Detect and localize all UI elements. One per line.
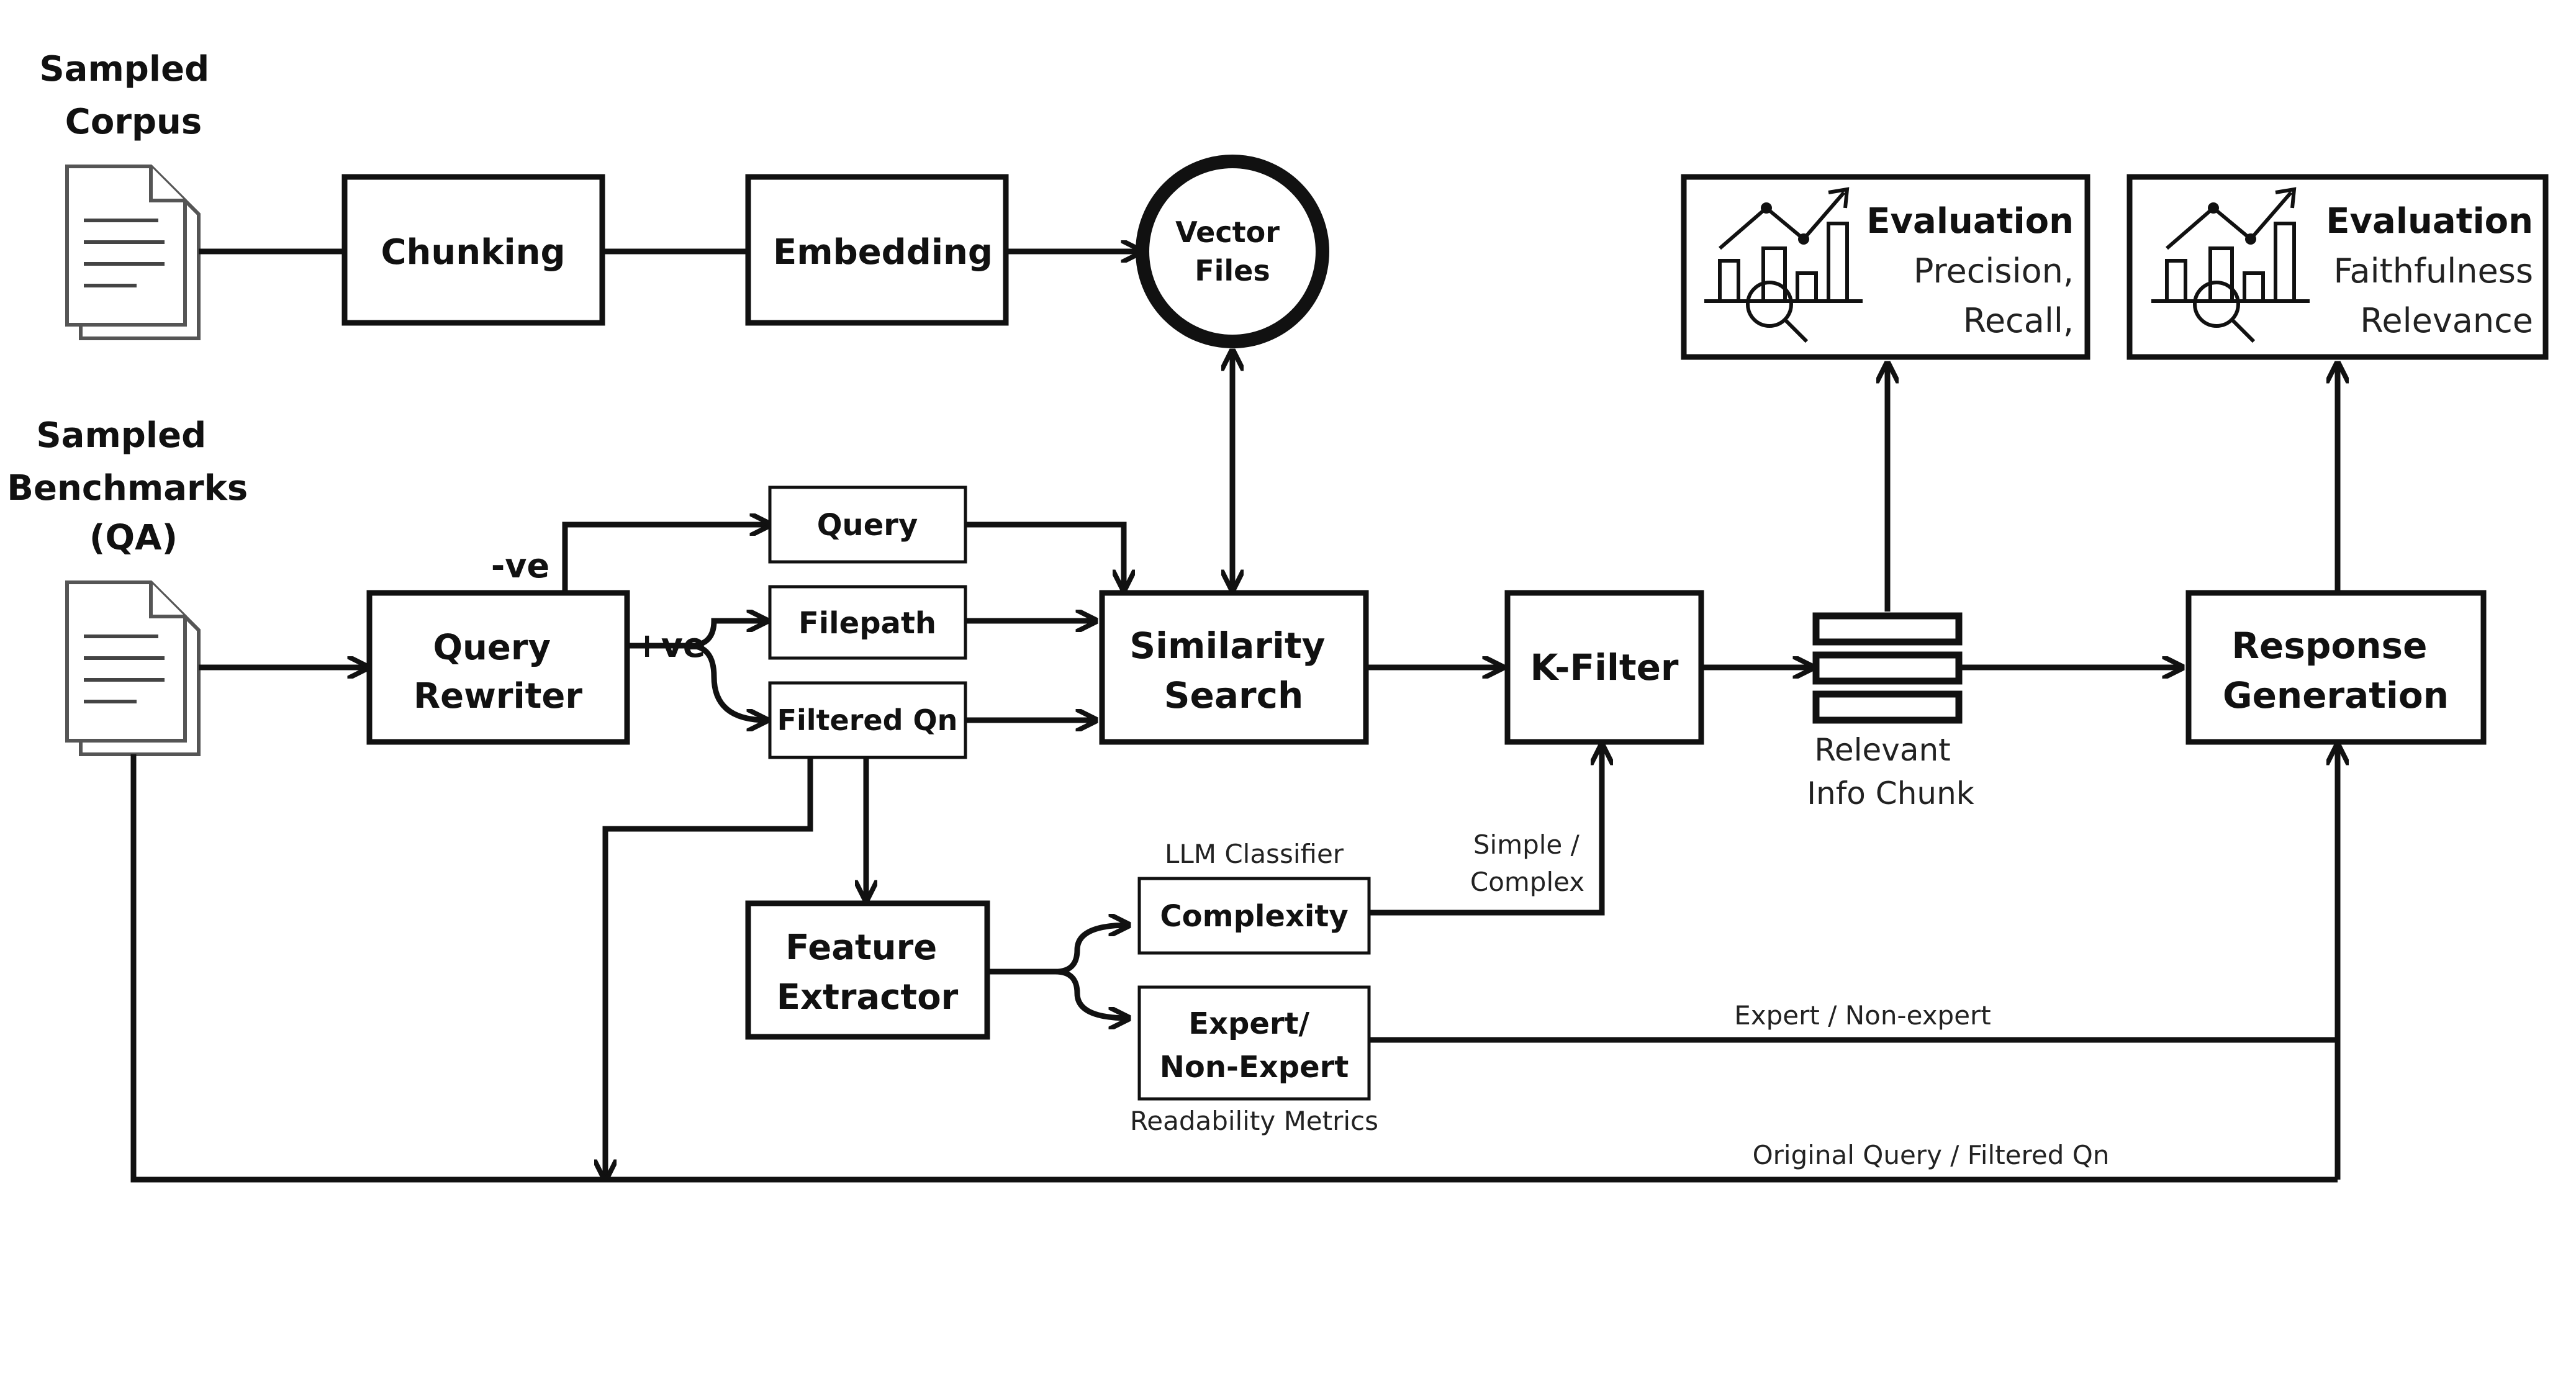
expert-line-2: Non-Expert (1160, 1050, 1349, 1085)
embedding-label: Embedding (773, 232, 993, 273)
original-query-label: Original Query / Filtered Qn (1753, 1140, 2110, 1170)
filepath-label: Filepath (798, 606, 936, 641)
vector-files-node: Vector Files (1136, 155, 1329, 348)
vector-files-line-1: Vector (1175, 215, 1280, 249)
benchmarks-document-icon (65, 580, 201, 756)
readability-metrics-label: Readability Metrics (1130, 1106, 1378, 1136)
svg-text:Expert/ Non-Expert: Expert/ Non-Expert (1160, 1006, 1349, 1085)
llm-classifier-label: LLM Classifier (1165, 839, 1344, 869)
simple-complex-line-2: Complex (1470, 867, 1584, 897)
evaluation-retrieval-panel: Evaluation Precision, Recall, (1681, 174, 2090, 360)
similarity-search-line-2: Search (1164, 674, 1304, 716)
k-filter-label: K-Filter (1530, 646, 1678, 689)
evaluation-retrieval-metric-2: Recall, (1963, 301, 2074, 340)
feature-extractor-line-2: Extractor (777, 977, 959, 1018)
filepath-box: Filepath (768, 585, 967, 660)
similarity-search-line-1: Similarity (1129, 625, 1325, 667)
corpus-label-line-1: Sampled (39, 49, 209, 89)
feature-extractor-line-1: Feature (785, 928, 937, 968)
query-label: Query (817, 508, 918, 543)
query-box: Query (768, 485, 967, 564)
filtered-qn-label: Filtered Qn (777, 703, 958, 737)
benchmarks-label-line-2: Benchmarks (7, 468, 248, 508)
complexity-label: Complexity (1160, 899, 1348, 934)
corpus-document-icon (65, 165, 201, 340)
benchmarks-label: Sampled Benchmarks (QA) (7, 415, 260, 558)
negative-branch-label: -ve (491, 546, 549, 585)
complexity-box: Complexity (1137, 877, 1371, 955)
evaluation-generation-metric-1: Faithfulness (2333, 251, 2533, 291)
expert-line-1: Expert/ (1188, 1006, 1309, 1041)
expert-non-expert-label: Expert / Non-expert (1734, 1000, 1991, 1031)
query-rewriter-line-1: Query (433, 628, 551, 668)
svg-text:Vector Files: Vector Files (1175, 215, 1290, 287)
benchmarks-label-line-1: Sampled (36, 415, 206, 456)
evaluation-generation-metric-2: Relevance (2360, 301, 2533, 340)
benchmarks-label-line-3: (QA) (89, 518, 178, 558)
svg-text:Similarity Search: Similarity Search (1129, 625, 1337, 716)
evaluation-generation-title: Evaluation (2326, 201, 2533, 242)
filtered-qn-box: Filtered Qn (768, 681, 967, 759)
svg-text:Query Rewriter: Query Rewriter (414, 628, 582, 716)
connectors (130, 251, 2338, 1183)
embedding-box: Embedding (745, 174, 1009, 326)
similarity-search-box: Similarity Search (1099, 590, 1369, 745)
k-filter-box: K-Filter (1504, 590, 1704, 745)
corpus-label: Sampled Corpus (39, 49, 221, 142)
simple-complex-line-1: Simple / (1473, 829, 1580, 860)
svg-text:Response Generation: Response Generation (2223, 625, 2449, 716)
evaluation-retrieval-metric-1: Precision, (1914, 251, 2074, 291)
response-generation-line-1: Response (2231, 625, 2427, 667)
response-generation-line-2: Generation (2223, 674, 2449, 716)
response-generation-box: Response Generation (2185, 590, 2487, 745)
expert-box: Expert/ Non-Expert (1137, 985, 1371, 1101)
relevant-chunk-label: Relevant Info Chunk (1807, 732, 1974, 811)
analytics-icon (2151, 187, 2310, 343)
query-rewriter-line-2: Rewriter (414, 676, 582, 716)
simple-complex-label: Simple / Complex (1470, 829, 1588, 897)
evaluation-retrieval-title: Evaluation (1866, 201, 2074, 242)
vector-files-line-2: Files (1195, 254, 1270, 287)
relevant-chunk-line-2: Info Chunk (1807, 775, 1974, 811)
svg-text:Feature Extractor: Feature Extractor (777, 928, 959, 1018)
chunking-box: Chunking (341, 174, 605, 326)
relevant-chunk-line-1: Relevant (1814, 732, 1950, 768)
query-rewriter-box: Query Rewriter (366, 590, 630, 745)
chunking-label: Chunking (381, 232, 565, 273)
corpus-label-line-2: Corpus (65, 102, 202, 142)
analytics-icon (1704, 187, 1863, 343)
feature-extractor-box: Feature Extractor (745, 900, 990, 1040)
positive-branch-label: +ve (633, 626, 705, 665)
relevant-chunk-stack-icon (1812, 612, 1963, 724)
evaluation-generation-panel: Evaluation Faithfulness Relevance (2126, 174, 2549, 360)
